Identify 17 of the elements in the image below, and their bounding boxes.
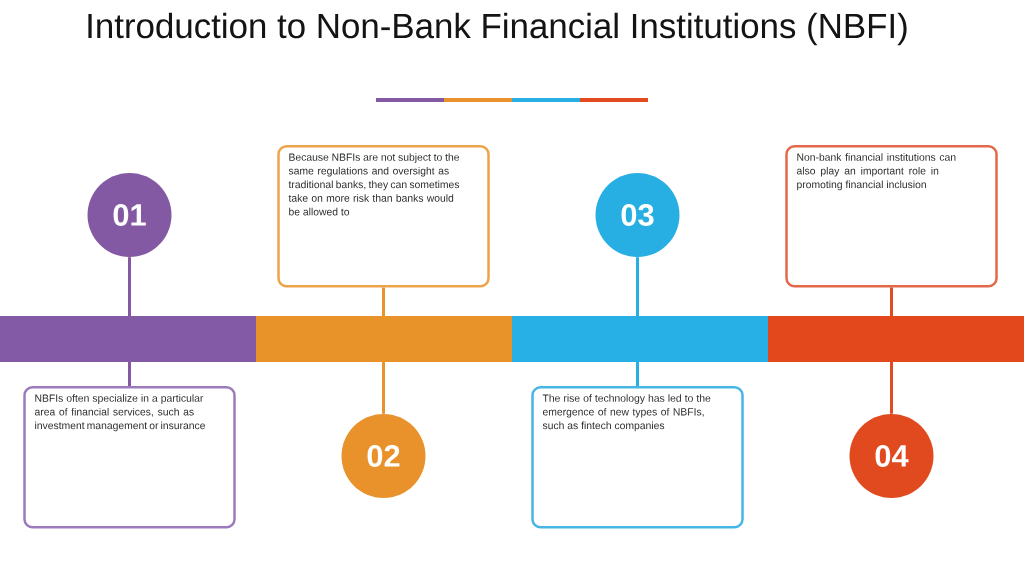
connector-line — [128, 362, 131, 386]
text-box: The rise of technology has led to the emergence of new types of NBFIs, such as fintech companies — [531, 386, 744, 529]
connector-line — [890, 362, 893, 414]
text-box: Non-bank financial institutions can also play an important role in promoting financial inclusion — [785, 145, 998, 288]
timeline-bar — [512, 316, 768, 362]
connector-line — [382, 287, 385, 316]
connector-line — [382, 362, 385, 414]
connector-line — [890, 287, 893, 316]
timeline-bar — [256, 316, 512, 362]
timeline-bar — [0, 316, 256, 362]
title: Introduction to Non-Bank Financial Institutions (NBFI) — [88, 12, 907, 46]
connector-line — [128, 257, 131, 316]
connector-line — [636, 362, 639, 386]
text-box: Because NBFIs are not subject to the same regulations and oversight as traditional banks, they can sometimes take on more risk than banks would be allowed to — [277, 145, 490, 288]
timeline-bar — [768, 316, 1024, 362]
text-box: NBFIs often specialize in a particular area of financial services, such as investment management or insurance — [23, 386, 236, 529]
connector-line — [636, 257, 639, 316]
